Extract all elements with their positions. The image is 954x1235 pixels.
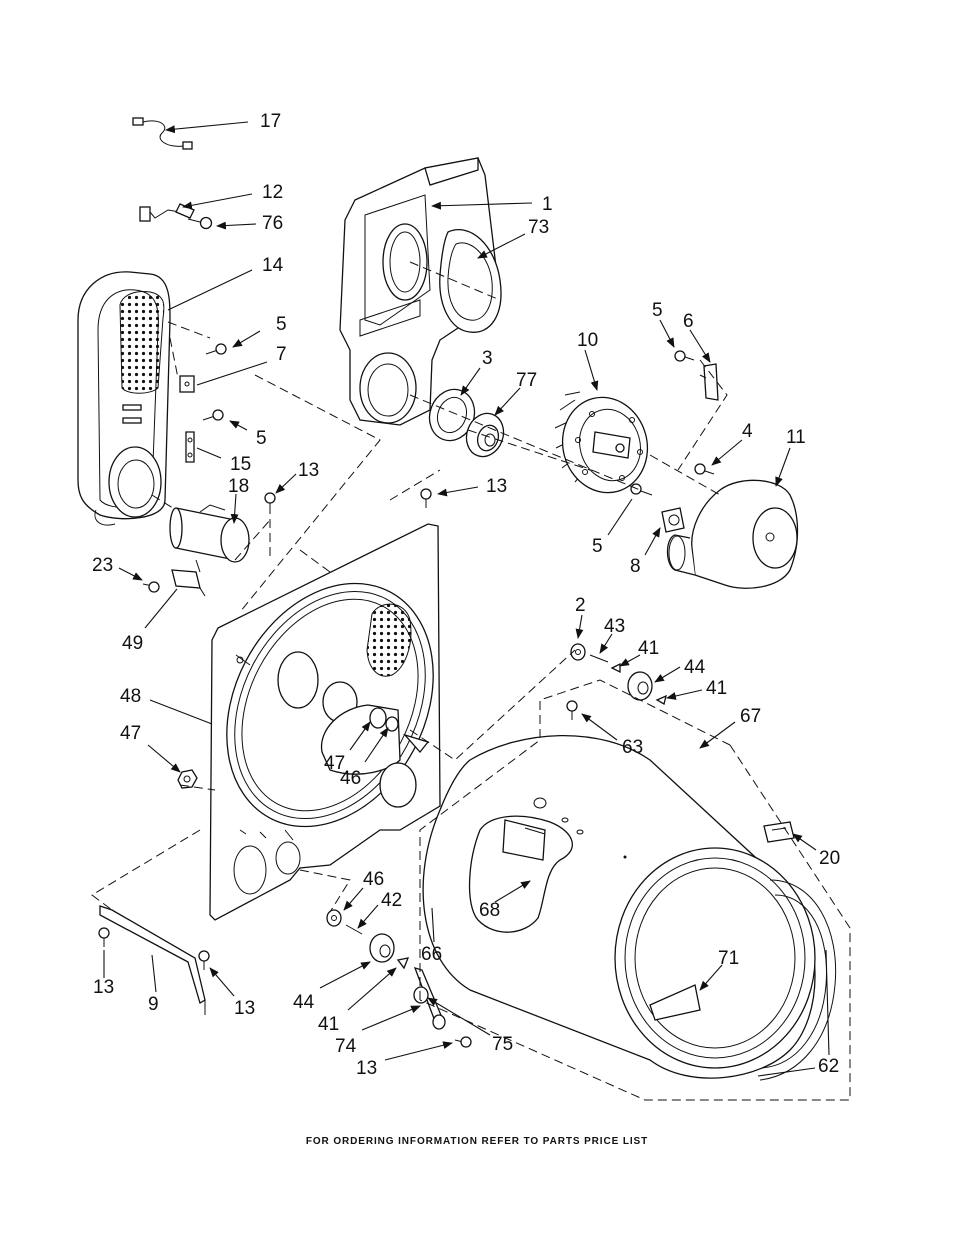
screw-76 <box>187 216 213 230</box>
callout-76: 76 <box>262 213 283 234</box>
callout-labels: 17 12 76 14 5 7 5 15 13 18 23 49 1 73 3 … <box>92 111 840 1079</box>
callout-46b: 46 <box>363 869 384 890</box>
roller-group-lower <box>326 909 446 1030</box>
callout-17: 17 <box>260 111 281 132</box>
callout-46a: 46 <box>340 768 361 789</box>
callout-11: 11 <box>786 427 806 448</box>
blower-housing-11 <box>666 479 799 589</box>
callout-8: 8 <box>630 556 641 577</box>
callout-44b: 44 <box>293 992 315 1013</box>
assembly-lines <box>91 261 851 1101</box>
callout-5d: 5 <box>592 536 603 557</box>
callout-48: 48 <box>120 686 141 707</box>
callout-4: 4 <box>742 421 753 442</box>
lint-housing-14 <box>77 271 171 526</box>
exhaust-duct-18 <box>169 504 250 563</box>
callout-9: 9 <box>148 994 159 1015</box>
callout-23: 23 <box>92 555 113 576</box>
front-bulkhead-1 <box>339 157 501 426</box>
screw-13-b <box>420 488 432 508</box>
callout-71: 71 <box>718 948 739 969</box>
blower-wheel-10 <box>554 391 649 494</box>
callout-63: 63 <box>622 737 643 758</box>
fitting-8 <box>661 507 685 533</box>
clip-15 <box>185 431 195 463</box>
callout-18: 18 <box>228 476 249 497</box>
callout-13a: 13 <box>298 460 319 481</box>
drum-seal-62 <box>759 879 837 1081</box>
roller-group-upper <box>570 643 667 705</box>
callout-12: 12 <box>262 182 283 203</box>
callout-6: 6 <box>683 311 694 332</box>
parts-drawings <box>77 117 837 1081</box>
bracket-49 <box>171 559 206 597</box>
callout-5c: 5 <box>652 300 663 321</box>
callout-2: 2 <box>575 595 586 616</box>
bearing-77 <box>465 412 505 458</box>
callout-13e: 13 <box>234 998 255 1019</box>
leader-lines <box>103 121 830 1077</box>
screw-13-a <box>264 492 276 512</box>
callout-13d: 13 <box>93 977 114 998</box>
callout-62: 62 <box>818 1056 839 1077</box>
bracket-9 <box>99 905 206 1015</box>
callout-10: 10 <box>577 330 598 351</box>
callout-3: 3 <box>482 348 493 369</box>
callout-41c: 41 <box>318 1014 339 1035</box>
screw-5-blower <box>630 483 653 496</box>
callout-5a: 5 <box>276 314 287 335</box>
callout-74: 74 <box>335 1036 357 1057</box>
screw-23 <box>142 581 160 593</box>
bulkhead-48 <box>209 523 441 921</box>
drum-67 <box>422 734 816 1079</box>
callout-7: 7 <box>276 344 287 365</box>
callout-49: 49 <box>122 633 143 654</box>
callout-68: 68 <box>479 900 500 921</box>
screw-13-c <box>454 1036 472 1048</box>
bracket-7 <box>179 375 195 393</box>
callout-44a: 44 <box>684 657 706 678</box>
callout-5b: 5 <box>256 428 267 449</box>
screw-13-e <box>198 950 210 970</box>
callout-77: 77 <box>516 370 537 391</box>
callout-73: 73 <box>528 217 549 238</box>
callout-66: 66 <box>421 944 442 965</box>
wire-harness-17 <box>132 117 193 150</box>
screw-63 <box>566 700 578 720</box>
callout-13b: 13 <box>486 476 507 497</box>
screw-5-right <box>674 350 695 362</box>
clip-6 <box>699 363 719 401</box>
callout-14: 14 <box>262 255 284 276</box>
clip-20 <box>763 821 795 843</box>
callout-41a: 41 <box>638 638 659 659</box>
callout-43: 43 <box>604 616 625 637</box>
callout-75: 75 <box>492 1034 513 1055</box>
callout-47a: 47 <box>120 723 141 744</box>
screw-5-upper <box>205 343 227 355</box>
callout-47b: 47 <box>324 753 345 774</box>
screw-4 <box>694 463 715 475</box>
callout-41b: 41 <box>706 678 727 699</box>
callout-15: 15 <box>230 454 251 475</box>
callout-20: 20 <box>819 848 840 869</box>
callout-67: 67 <box>740 706 761 727</box>
callout-13c: 13 <box>356 1058 377 1079</box>
callout-1: 1 <box>542 194 553 215</box>
screw-13-d <box>98 927 110 947</box>
screw-5-lower <box>202 409 224 421</box>
nut-47 <box>177 769 198 789</box>
footer-note: FOR ORDERING INFORMATION REFER TO PARTS … <box>306 1136 648 1147</box>
callout-42: 42 <box>381 890 402 911</box>
